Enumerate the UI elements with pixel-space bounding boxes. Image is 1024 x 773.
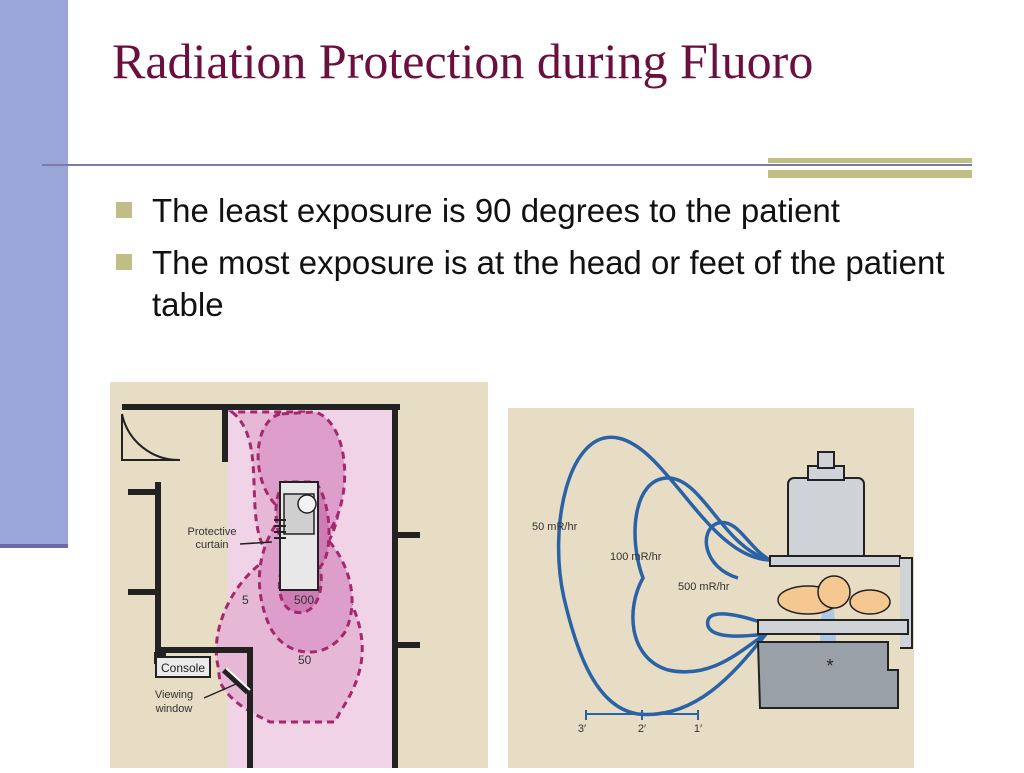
- wall-stub-right-1: [398, 532, 420, 538]
- scale-label-3ft: 3′: [578, 723, 586, 735]
- xray-source-asterisk: *: [826, 656, 833, 676]
- bullet-item: The least exposure is 90 degrees to the …: [116, 190, 946, 232]
- slide-title: Radiation Protection during Fluoro: [112, 33, 814, 89]
- intensifier-base: [769, 555, 901, 567]
- intensifier-top: [817, 451, 835, 469]
- bullet-text: The least exposure is 90 degrees to the …: [152, 192, 840, 229]
- side-decor-bar-edge: [0, 544, 68, 548]
- bullet-square-icon: [116, 254, 132, 270]
- viewing-window-label-line2: window: [155, 703, 193, 715]
- viewing-window-glass: [221, 667, 251, 695]
- wall-top: [228, 404, 400, 410]
- viewing-window-label-line1: Viewing: [155, 689, 193, 701]
- viewing-window-pointer: [203, 683, 237, 699]
- protective-curtain-label-line2: curtain: [195, 539, 228, 551]
- isodose-500-curve: [704, 520, 771, 638]
- image-intensifier: [297, 494, 317, 514]
- side-isoexposure-figure: * 50 mR/hr 100 mR/hr 500 mR/hr 3′ 2′ 1′: [508, 408, 914, 768]
- console-box: [155, 656, 211, 678]
- isodose-50-label: 50: [298, 653, 312, 667]
- isodose-100-label: 100 mR/hr: [610, 551, 662, 563]
- bullet-list: The least exposure is 90 degrees to the …: [116, 190, 946, 336]
- distance-scale-ticks: [585, 710, 699, 720]
- isodose-500-label: 500: [294, 593, 314, 607]
- room-isoexposure-figure: Console Protective curtain Viewing windo…: [110, 382, 488, 768]
- scale-label-2ft: 2′: [638, 723, 646, 735]
- wall-right: [392, 404, 398, 768]
- bullet-item: The most exposure is at the head or feet…: [116, 242, 946, 326]
- door-frame: [121, 414, 180, 461]
- patient-arm: [849, 589, 891, 615]
- protective-curtain-pointer: [239, 541, 273, 545]
- wall-top-left: [122, 404, 228, 410]
- isodose-50-label: 50 mR/hr: [532, 521, 578, 533]
- wall-door-jamb: [222, 404, 228, 462]
- console-label: Console: [161, 661, 205, 675]
- bullet-square-icon: [116, 202, 132, 218]
- isodose-50-curve: [556, 435, 771, 717]
- xray-tube-housing: [756, 641, 899, 709]
- patient-head: [817, 575, 851, 609]
- isodose-100-curve: [631, 476, 771, 674]
- wall-control-booth: [158, 647, 253, 768]
- isodose-5-label: 5: [242, 593, 249, 607]
- protective-curtain-label-line1: Protective: [188, 526, 237, 538]
- viewing-window-shine: [225, 667, 251, 691]
- protective-curtain-strips: [274, 519, 286, 539]
- bullet-text: The most exposure is at the head or feet…: [152, 244, 945, 323]
- image-intensifier-tower: [787, 477, 865, 561]
- title-accent-bar: [768, 158, 972, 178]
- side-decor-bar: [0, 0, 68, 548]
- patient-table: [757, 619, 909, 635]
- isodose-500-label: 500 mR/hr: [678, 581, 730, 593]
- title-rule: [42, 164, 972, 166]
- wall-stub-right-2: [398, 642, 420, 648]
- scale-label-1ft: 1′: [694, 723, 702, 735]
